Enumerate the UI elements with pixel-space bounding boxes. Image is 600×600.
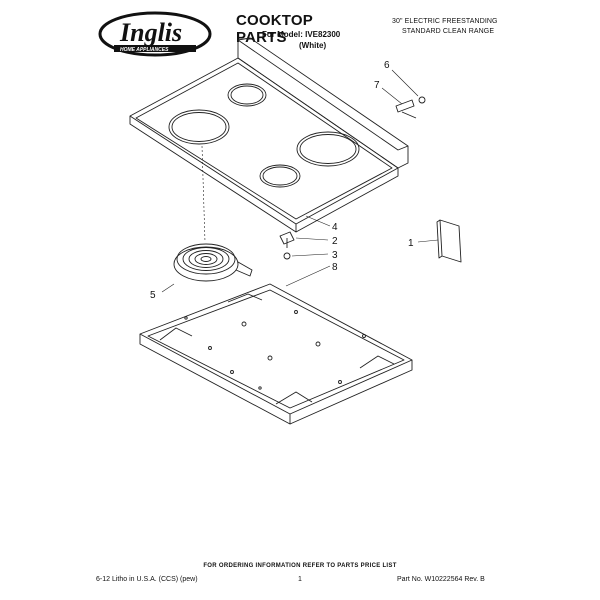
screw-part-2 <box>279 231 295 248</box>
callout-5: 5 <box>150 290 156 301</box>
litho-line: 6-12 Litho in U.S.A. (CCS) (pew) <box>96 576 198 583</box>
callout-2: 2 <box>332 236 338 247</box>
small-burner-opening-front <box>259 164 301 188</box>
logo-text: Inglis <box>119 18 182 47</box>
ordering-note: FOR ORDERING INFORMATION REFER TO PARTS … <box>203 563 397 569</box>
clip-part-3 <box>283 252 291 260</box>
part-number: Part No. W10222564 Rev. B <box>397 576 485 583</box>
large-burner-opening-right <box>296 131 360 167</box>
page-number: 1 <box>298 576 302 583</box>
cooktop-panel <box>129 37 409 233</box>
product-description-1: 30" ELECTRIC FREESTANDING <box>392 18 498 25</box>
wiring-diagram-card <box>436 219 462 263</box>
product-description-2: STANDARD CLEAN RANGE <box>402 28 495 35</box>
page-title: COOKTOP PARTS <box>236 12 313 46</box>
surface-element <box>173 243 253 282</box>
color-line: (White) <box>299 41 327 50</box>
callout-3: 3 <box>332 250 338 261</box>
callout-8: 8 <box>332 262 338 273</box>
small-burner-opening-rear <box>227 83 267 107</box>
logo-subtext: HOME APPLIANCES <box>120 47 169 53</box>
inglis-logo: Inglis HOME APPLIANCES <box>98 11 212 57</box>
callout-1: 1 <box>408 238 414 249</box>
callout-4: 4 <box>332 222 338 233</box>
screw-part-6 <box>418 96 426 104</box>
callout-7: 7 <box>374 80 380 91</box>
model-line: For Model: IVE82300 <box>262 30 341 39</box>
burner-box-tray <box>139 283 413 425</box>
large-burner-opening-left <box>168 109 230 145</box>
callout-6: 6 <box>384 60 390 71</box>
bracket-part-7 <box>395 99 417 119</box>
